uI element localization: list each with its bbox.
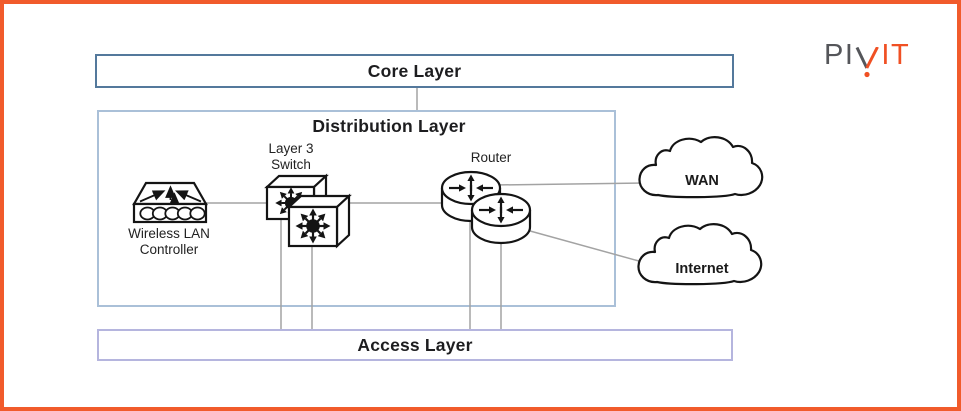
router-to-internet-link	[511, 225, 647, 264]
pivit-logo: PI IT	[824, 41, 910, 78]
logo-text-gray: PI	[824, 39, 855, 71]
logo-v-exclamation-icon	[856, 47, 880, 78]
wireless-lan-controller-icon	[132, 181, 208, 224]
wireless-lan-controller-label: Wireless LAN Controller	[128, 226, 210, 257]
core-layer-title: Core Layer	[367, 60, 462, 81]
distribution-layer-title: Distribution Layer	[312, 116, 466, 136]
layer3-switch-icon-2	[286, 193, 352, 249]
connector-lines	[204, 88, 647, 329]
internet-cloud-label: Internet	[675, 261, 729, 277]
diagram-artwork	[132, 88, 764, 329]
access-layer-box: Access Layer	[97, 329, 733, 361]
core-layer-box: Core Layer	[95, 54, 734, 88]
wan-cloud-label: WAN	[685, 173, 719, 189]
access-layer-title: Access Layer	[357, 334, 473, 355]
router-icon-2	[470, 192, 532, 245]
router-label: Router	[470, 150, 512, 165]
logo-text-orange: IT	[881, 39, 911, 71]
router-to-wan-link	[493, 182, 647, 186]
layer3-switch-label: Layer 3 Switch	[268, 141, 314, 172]
